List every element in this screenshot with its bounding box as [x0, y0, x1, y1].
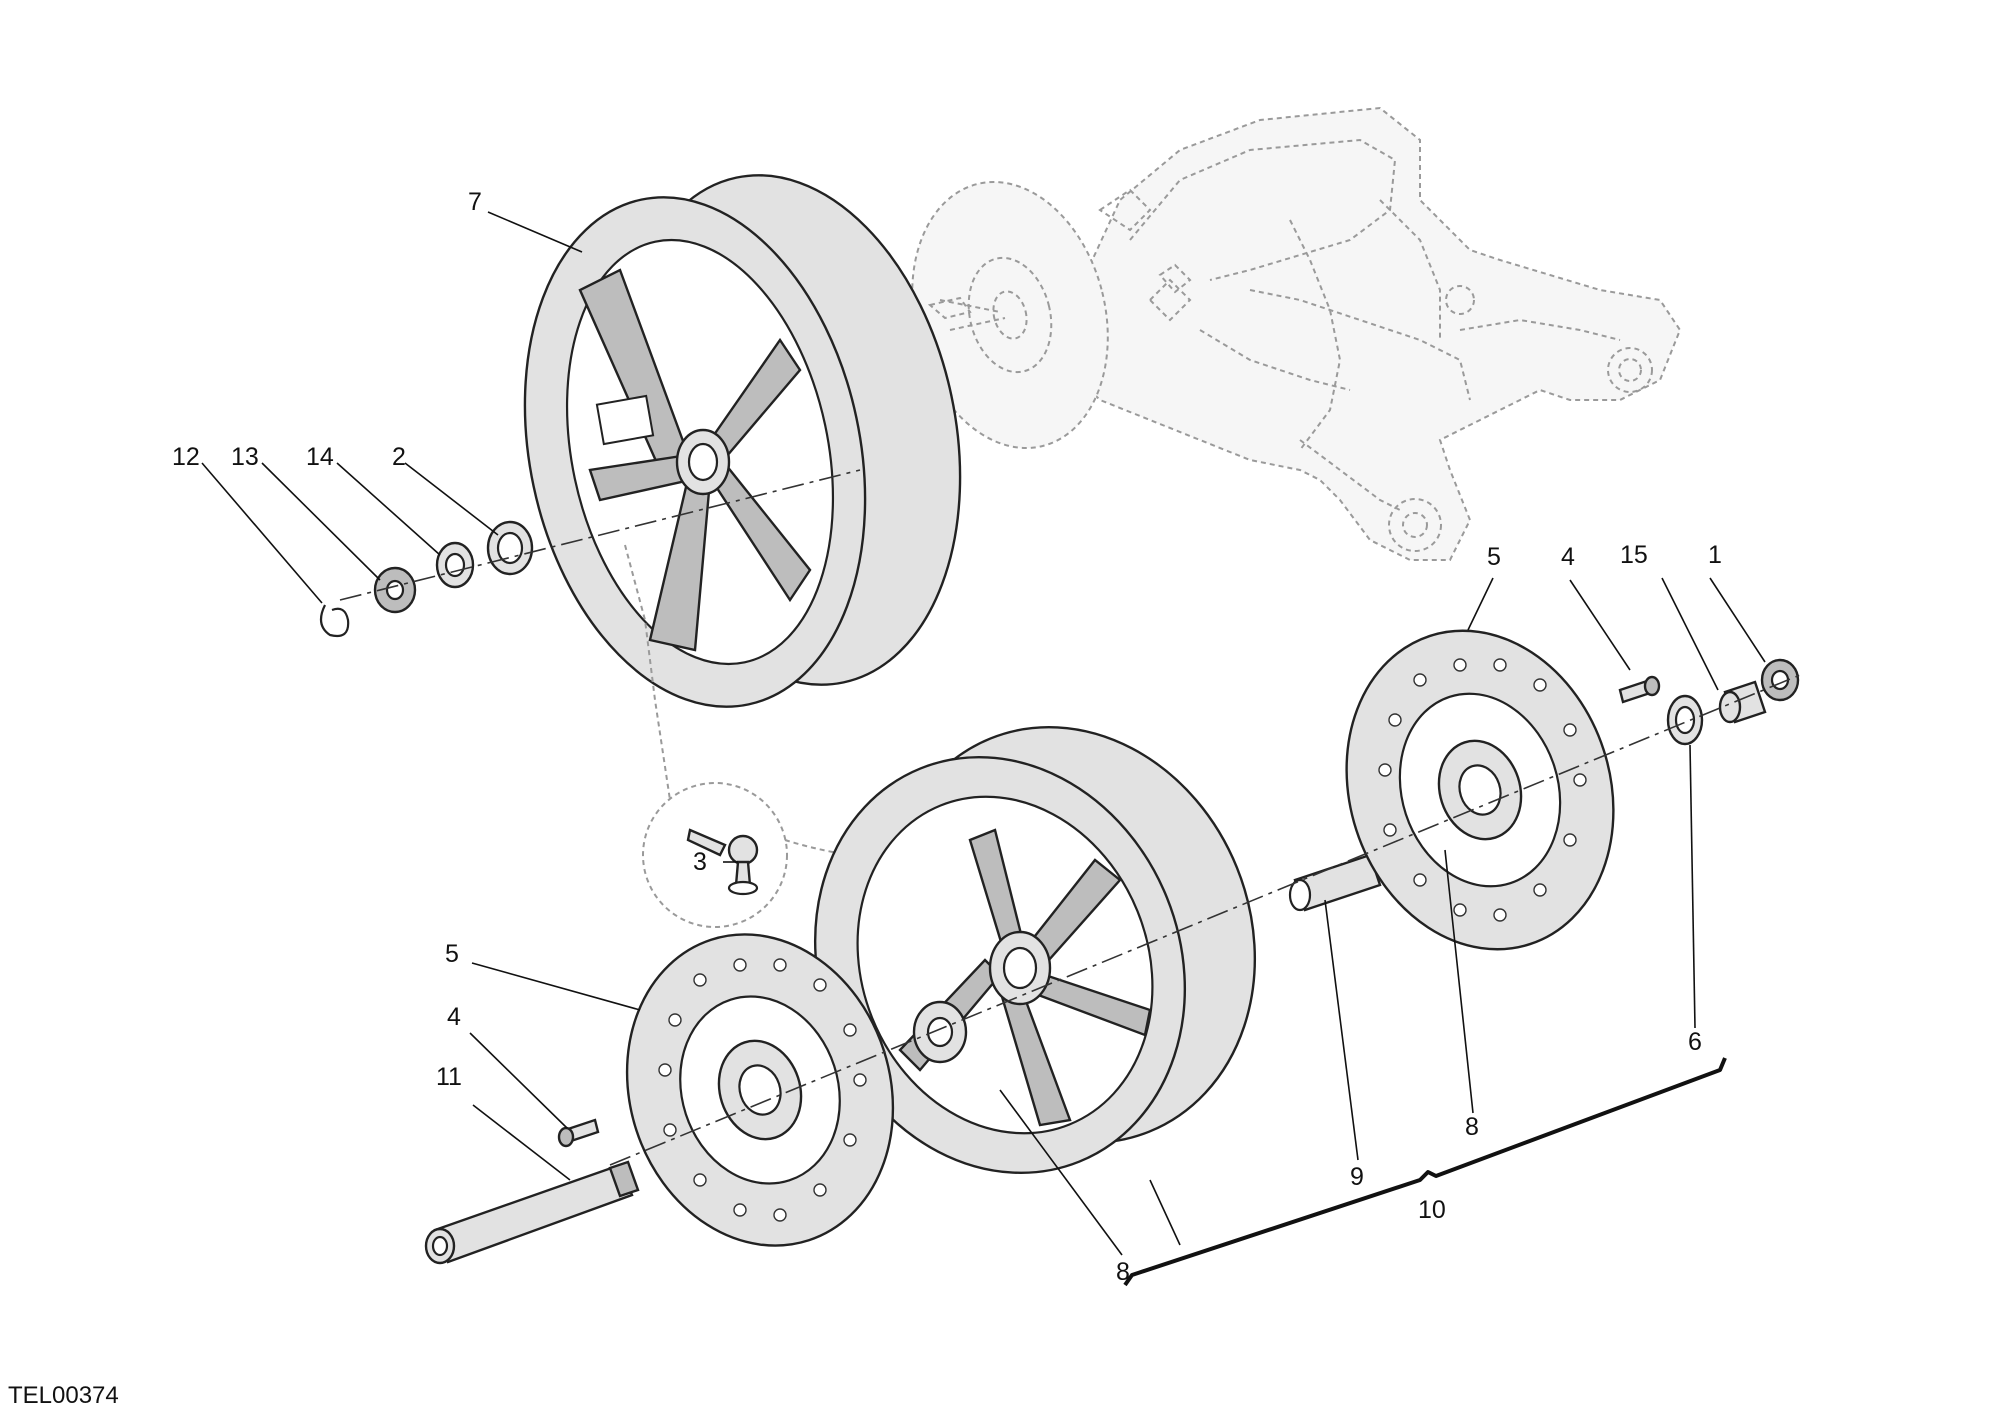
- rear-axis-line: [339, 469, 861, 601]
- callout-6: 6: [1688, 1028, 1702, 1056]
- front-brake-disc-left: [625, 933, 895, 1247]
- callout-15: 15: [1620, 541, 1648, 569]
- callout-14: 14: [306, 443, 334, 471]
- nut-1: [1760, 658, 1800, 702]
- callout-4-left: 4: [447, 1003, 461, 1031]
- front-axis-line: [609, 674, 1801, 1166]
- rear-spacer-2: [486, 520, 534, 576]
- callouts: 1 2 3 4 4 5 5 6 7 8 8 9 10 11 12 13 14 1…: [172, 188, 1722, 1286]
- callout-12: 12: [172, 443, 200, 471]
- callout-10: 10: [1418, 1196, 1446, 1224]
- spacer-15: [1718, 680, 1767, 724]
- disc-bolt-right: [1618, 675, 1661, 704]
- front-axle: [424, 1160, 640, 1265]
- callout-4-right: 4: [1561, 543, 1575, 571]
- callout-13: 13: [231, 443, 259, 471]
- callout-8-left: 8: [1116, 1258, 1130, 1286]
- callout-11: 11: [436, 1063, 462, 1091]
- callout-3: 3: [693, 848, 707, 876]
- group-bracket-10: [1123, 1057, 1727, 1287]
- seal-6: [1666, 694, 1704, 746]
- front-spacer-9: [1288, 853, 1382, 912]
- callout-2: 2: [392, 443, 406, 471]
- callout-5-left: 5: [445, 940, 459, 968]
- drawing-code: TEL00374: [8, 1382, 119, 1409]
- front-bearing-left: [912, 1000, 968, 1064]
- rear-wheel: [523, 174, 962, 708]
- callout-7: 7: [468, 188, 482, 216]
- callout-1: 1: [1708, 541, 1722, 569]
- swingarm-ghost: [911, 106, 1682, 561]
- front-wheel: [813, 725, 1257, 1175]
- callout-9: 9: [1350, 1163, 1364, 1191]
- rear-washer-14: [435, 541, 475, 589]
- rear-nut-13: [373, 566, 417, 614]
- front-brake-disc-right: [1345, 629, 1615, 951]
- rear-clip-12: [319, 604, 350, 638]
- disc-bolt-left: [557, 1118, 600, 1148]
- callout-8-right: 8: [1465, 1113, 1479, 1141]
- callout-5-right: 5: [1487, 543, 1501, 571]
- leader-lines: [201, 211, 1766, 1256]
